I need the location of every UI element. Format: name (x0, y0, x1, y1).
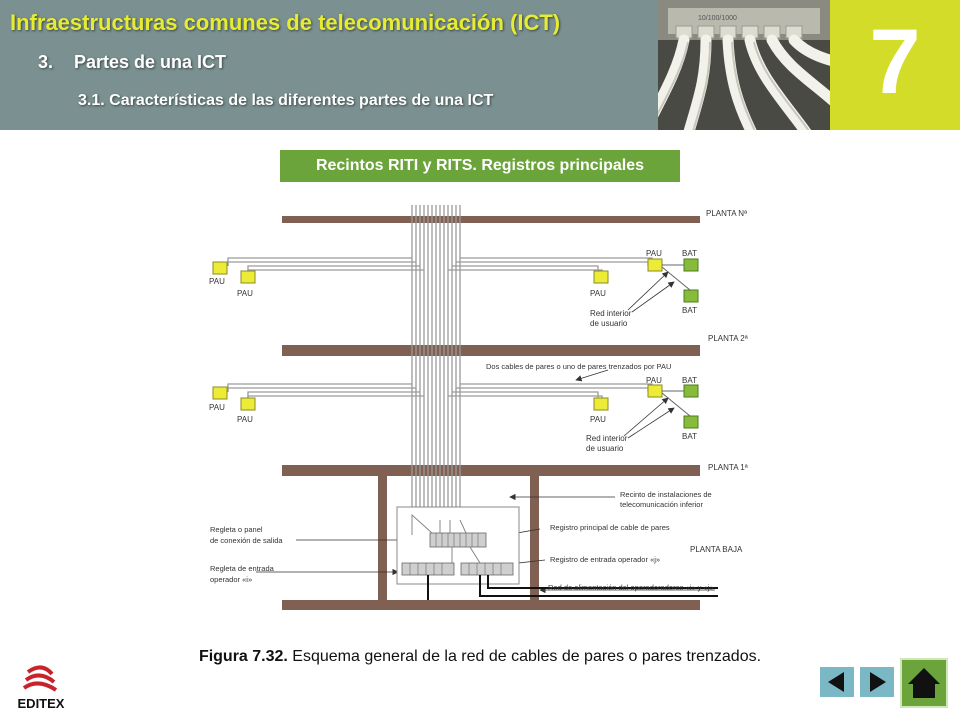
floor-label-1: PLANTA 1ª (708, 463, 748, 472)
registro-principal-block (429, 532, 487, 548)
home-icon (908, 668, 940, 698)
red-interior-label: de usuario (590, 319, 628, 328)
bat-boxes (683, 258, 699, 429)
logo-text: EDITEX (18, 696, 65, 711)
pau-label: PAU (209, 277, 225, 286)
pau-bat-links (661, 264, 691, 417)
svg-text:10/100/1000: 10/100/1000 (698, 15, 737, 22)
wiring-diagram: PLANTA Nª PLANTA 2ª PLANTA 1ª PLANTA BAJ… (200, 200, 780, 635)
next-arrow-icon (870, 672, 886, 692)
recinto-label: Recinto de instalaciones de (620, 490, 712, 499)
network-cables-photo: 10/100/1000 (658, 0, 830, 130)
prev-button[interactable] (818, 665, 856, 699)
regleta-entrada-label: operador «i» (210, 575, 252, 584)
regleta-ticks (409, 563, 502, 575)
floor-slabs (282, 216, 700, 610)
red-alimentacion-label: Red de alimentación del operadoradores «… (548, 583, 714, 592)
dos-cables-label: Dos cables de pares o uno de pares trenz… (486, 362, 671, 371)
section-number: 3. (38, 52, 54, 72)
bat-label: BAT (682, 432, 697, 441)
pau-label: PAU (646, 376, 662, 385)
figure-caption: Figura 7.32. Esquema general de la red d… (150, 648, 810, 666)
floor-label-ground: PLANTA BAJA (690, 545, 743, 554)
chapter-number: 7 (869, 11, 921, 113)
header-band: Infraestructuras comunes de telecomunica… (0, 0, 658, 130)
regleta-salida-label: Regleta o panel (210, 525, 263, 534)
next-button[interactable] (858, 665, 896, 699)
subsection-heading: 3.1. Características de las diferentes p… (78, 92, 494, 109)
regleta-salida-label: de conexión de salida (210, 536, 283, 545)
figure-number: Figura 7.32. (198, 648, 288, 665)
registro-principal-ticks (435, 533, 479, 547)
editex-logo: EDITEX (8, 664, 74, 714)
bat-label: BAT (682, 249, 697, 258)
floor-label-n: PLANTA Nª (706, 209, 747, 218)
regleta-entrada-label: Regleta de entrada (210, 564, 275, 573)
registro-principal-label: Registro principal de cable de pares (550, 523, 670, 532)
red-interior-label: Red interior (586, 434, 628, 443)
home-button[interactable] (900, 658, 948, 708)
feeder-lines (427, 575, 718, 600)
pau-label: PAU (237, 415, 253, 424)
pau-label: PAU (237, 289, 253, 298)
section-label: Recintos RITI y RITS. Registros principa… (280, 150, 680, 182)
floor-label-2: PLANTA 2ª (708, 334, 748, 343)
section-title: Partes de una ICT (74, 52, 227, 72)
recinto-label: telecomunicación inferior (620, 500, 703, 509)
red-interior-label: Red interior (590, 309, 632, 318)
section-heading: 3. Partes de una ICT (38, 52, 226, 73)
pau-label: PAU (209, 403, 225, 412)
figure-caption-text: Esquema general de la red de cables de p… (287, 648, 762, 665)
chapter-badge: 7 (830, 0, 960, 130)
pau-label: PAU (646, 249, 662, 258)
pau-boxes (212, 258, 663, 411)
prev-arrow-icon (828, 672, 844, 692)
pau-label: PAU (590, 415, 606, 424)
page-title: Infraestructuras comunes de telecomunica… (10, 10, 561, 35)
registro-entrada-label: Registro de entrada operador «j» (550, 555, 660, 564)
riti-internal-cables (411, 513, 481, 564)
bat-label: BAT (682, 306, 697, 315)
red-interior-label: de usuario (586, 444, 624, 453)
bat-label: BAT (682, 376, 697, 385)
pau-label: PAU (590, 289, 606, 298)
riser-cables (411, 205, 461, 535)
